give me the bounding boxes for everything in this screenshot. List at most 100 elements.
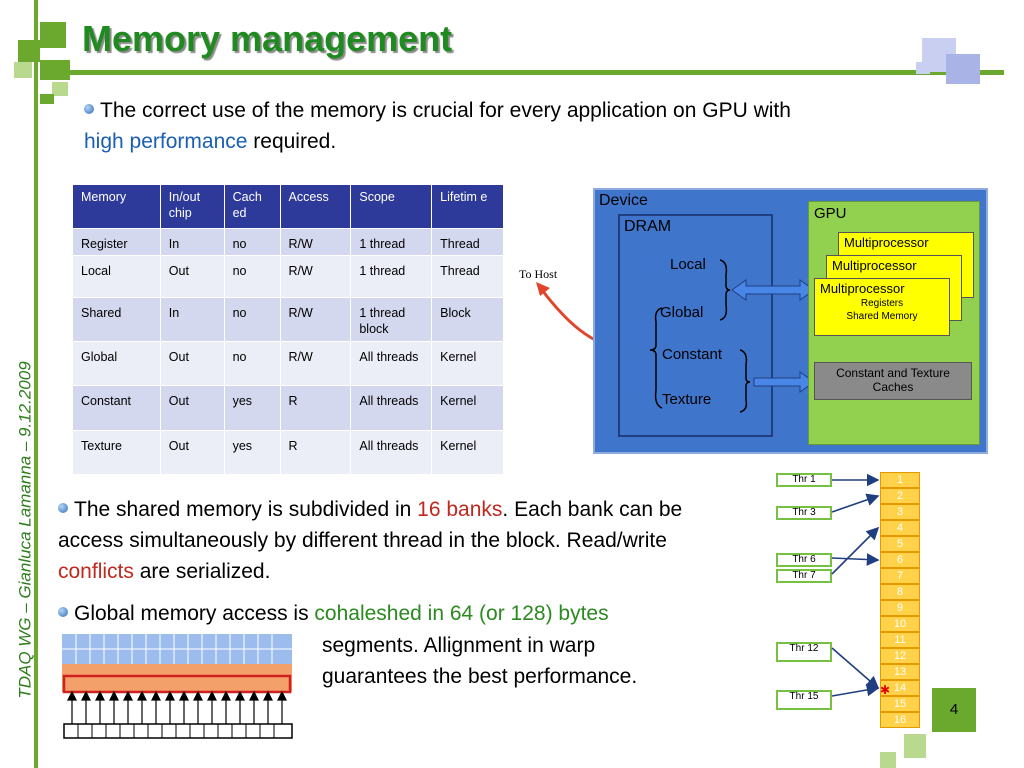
table-row: Texture Out yes R All threads Kernel <box>72 430 504 475</box>
constant-label: Constant <box>662 346 723 363</box>
memory-table: Memory In/out chip Cach ed Access Scope … <box>72 184 504 475</box>
bullet-memory-use: The correct use of the memory is crucial… <box>84 99 791 153</box>
device-label: Device <box>599 192 648 209</box>
bullet-shared-memory: The shared memory is subdivided in 16 ba… <box>58 498 683 583</box>
bullet-icon <box>58 503 68 514</box>
highlight-coalesced: cohaleshed in 64 (or 128) bytes <box>314 602 609 625</box>
deco-square <box>880 752 896 768</box>
thread-bank-arrows: ✱ <box>831 473 890 697</box>
table-cell: Constant <box>72 385 161 431</box>
table-header: Scope <box>350 184 433 229</box>
table-header-row: Memory In/out chip Cach ed Access Scope … <box>72 184 504 229</box>
dram-braces <box>649 259 751 413</box>
table-cell: no <box>223 297 281 342</box>
registers-label: Registers <box>860 298 904 309</box>
bank-cell: 13 <box>880 664 920 680</box>
dram-gpu-arrows <box>731 279 815 393</box>
thread-box: Thr 15 <box>776 690 832 710</box>
table-row: Register In no R/W 1 thread Thread <box>72 228 504 256</box>
deco-square <box>14 62 32 78</box>
table-cell: Out <box>159 255 225 298</box>
local-label: Local <box>670 256 706 273</box>
table-cell: In <box>159 228 225 256</box>
table-cell: Global <box>72 341 161 386</box>
deco-square <box>946 54 980 84</box>
gpu-label: GPU <box>814 205 847 222</box>
table-header: In/out chip <box>159 184 225 229</box>
table-cell: 1 thread <box>350 228 433 256</box>
thread-box: Thr 1 <box>776 473 832 487</box>
table-cell: Local <box>72 255 161 298</box>
title-underline <box>40 70 1004 75</box>
table-cell: Out <box>159 430 225 475</box>
table-cell: R/W <box>279 341 352 386</box>
deco-square <box>916 62 930 74</box>
table-cell: All threads <box>350 430 433 475</box>
table-cell: R/W <box>279 297 352 342</box>
global-label: Global <box>660 304 704 321</box>
table-cell: 1 thread <box>350 255 433 298</box>
table-cell: R <box>279 430 352 475</box>
table-header: Access <box>279 184 352 229</box>
page-number: 4 <box>932 688 976 732</box>
table-header: Lifetim e <box>431 184 504 229</box>
bank-cell: 15 <box>880 696 920 712</box>
to-host-label: To Host <box>519 267 558 281</box>
multiprocessor-box: Multiprocessor Registers Shared Memory <box>814 278 950 336</box>
highlight-16-banks: 16 banks <box>417 498 503 521</box>
deco-square <box>52 82 68 96</box>
table-cell: Texture <box>72 430 161 475</box>
table-cell: Out <box>159 385 225 431</box>
table-cell: no <box>223 341 281 386</box>
deco-square <box>40 22 66 48</box>
table-cell: R/W <box>279 255 352 298</box>
dram-box: DRAM Local Global Constant Texture <box>618 214 773 437</box>
left-vertical-line <box>34 0 38 768</box>
deco-square <box>40 94 54 104</box>
bank-cell: 1 <box>880 472 920 488</box>
table-cell: In <box>159 297 225 342</box>
shared-memory-label: Shared Memory <box>846 311 918 322</box>
thread-box: Thr 12 <box>776 642 832 662</box>
bank-cell: 5 <box>880 536 920 552</box>
bank-cell: 2 <box>880 488 920 504</box>
table-cell: All threads <box>350 385 433 431</box>
bank-cell: 7 <box>880 568 920 584</box>
table-row: Local Out no R/W 1 thread Thread <box>72 255 504 298</box>
dram-label: DRAM <box>624 218 672 235</box>
texture-label: Texture <box>662 391 712 408</box>
bullet-global-memory-cont: segments. Allignment in warp guarantees … <box>322 634 638 688</box>
table-cell: Kernel <box>431 341 504 386</box>
bank-cell: 14 <box>880 680 920 696</box>
svg-text:✱: ✱ <box>880 683 890 697</box>
bullet-icon <box>58 607 68 618</box>
table-cell: Block <box>431 297 504 342</box>
bank-cell: 3 <box>880 504 920 520</box>
bank-cell: 16 <box>880 712 920 728</box>
highlight-high-performance: high performance <box>84 130 248 153</box>
table-cell: All threads <box>350 341 433 386</box>
table-cell: 1 thread block <box>350 297 433 342</box>
bank-cell: 12 <box>880 648 920 664</box>
deco-square <box>18 40 40 62</box>
bullet-global-memory: Global memory access is cohaleshed in 64… <box>58 598 748 629</box>
table-cell: R/W <box>279 228 352 256</box>
thread-box: Thr 7 <box>776 569 832 583</box>
bank-cell: 11 <box>880 632 920 648</box>
table-cell: Register <box>72 228 161 256</box>
table-header: Cach ed <box>223 184 281 229</box>
slide-title: Memory management <box>82 18 453 59</box>
table-cell: Thread <box>431 228 504 256</box>
table-cell: Shared <box>72 297 161 342</box>
bank-cell: 6 <box>880 552 920 568</box>
table-cell: no <box>223 228 281 256</box>
thread-box: Thr 3 <box>776 506 832 520</box>
side-footer-text: TDAQ WG – Gianluca Lamanna – 9.12.2009 <box>16 361 36 699</box>
table-cell: Kernel <box>431 430 504 475</box>
bank-cell: 10 <box>880 616 920 632</box>
bank-cell: 9 <box>880 600 920 616</box>
thread-box: Thr 6 <box>776 553 832 567</box>
bank-cell: 8 <box>880 584 920 600</box>
bullet-icon <box>84 104 94 115</box>
table-cell: Out <box>159 341 225 386</box>
